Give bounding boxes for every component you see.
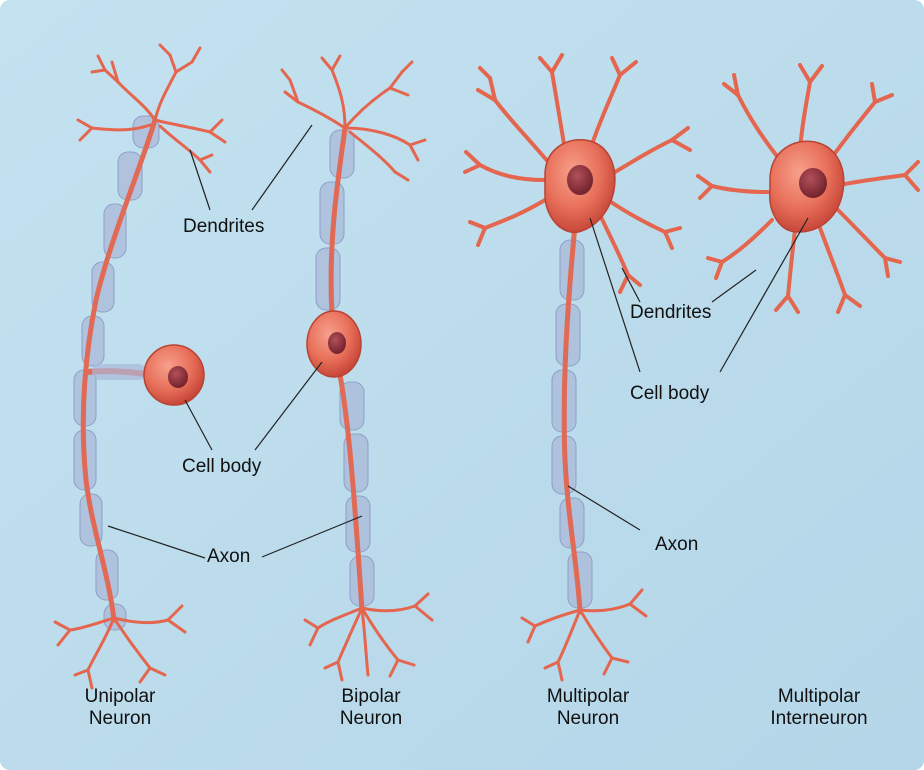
caption-bipolar-line1: Bipolar — [281, 686, 461, 708]
unipolar-nucleus — [168, 366, 188, 388]
label-axon-right: Axon — [655, 534, 698, 556]
interneuron-nucleus — [799, 168, 827, 198]
caption-bipolar-neuron: Bipolar Neuron — [281, 686, 461, 730]
caption-multipolar-interneuron: Multipolar Interneuron — [729, 686, 909, 730]
label-dendrites-left: Dendrites — [183, 216, 264, 238]
caption-interneuron-line1: Multipolar — [729, 686, 909, 708]
label-cell-body-right: Cell body — [630, 383, 709, 405]
label-dendrites-right: Dendrites — [630, 302, 711, 324]
multipolar-nucleus — [567, 165, 593, 195]
caption-multipolar-line1: Multipolar — [498, 686, 678, 708]
caption-interneuron-line2: Interneuron — [729, 708, 909, 730]
label-cell-body-left: Cell body — [182, 456, 261, 478]
label-axon-left: Axon — [207, 546, 250, 568]
caption-unipolar-neuron: Unipolar Neuron — [30, 686, 210, 730]
caption-multipolar-neuron: Multipolar Neuron — [498, 686, 678, 730]
caption-unipolar-line1: Unipolar — [30, 686, 210, 708]
caption-multipolar-line2: Neuron — [498, 708, 678, 730]
caption-unipolar-line2: Neuron — [30, 708, 210, 730]
caption-bipolar-line2: Neuron — [281, 708, 461, 730]
bipolar-nucleus — [328, 332, 346, 354]
